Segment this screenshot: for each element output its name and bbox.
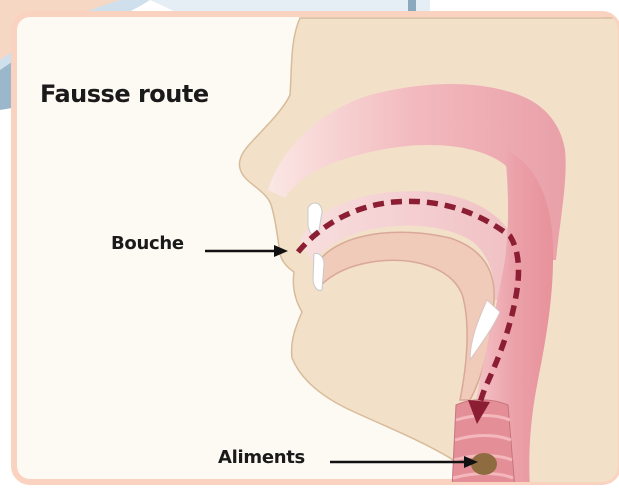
mouth-label: Bouche <box>111 233 184 254</box>
food-label: Aliments <box>218 447 305 468</box>
diagram-title: Fausse route <box>40 80 209 108</box>
trachea <box>452 400 515 489</box>
food-bolus <box>471 453 497 475</box>
